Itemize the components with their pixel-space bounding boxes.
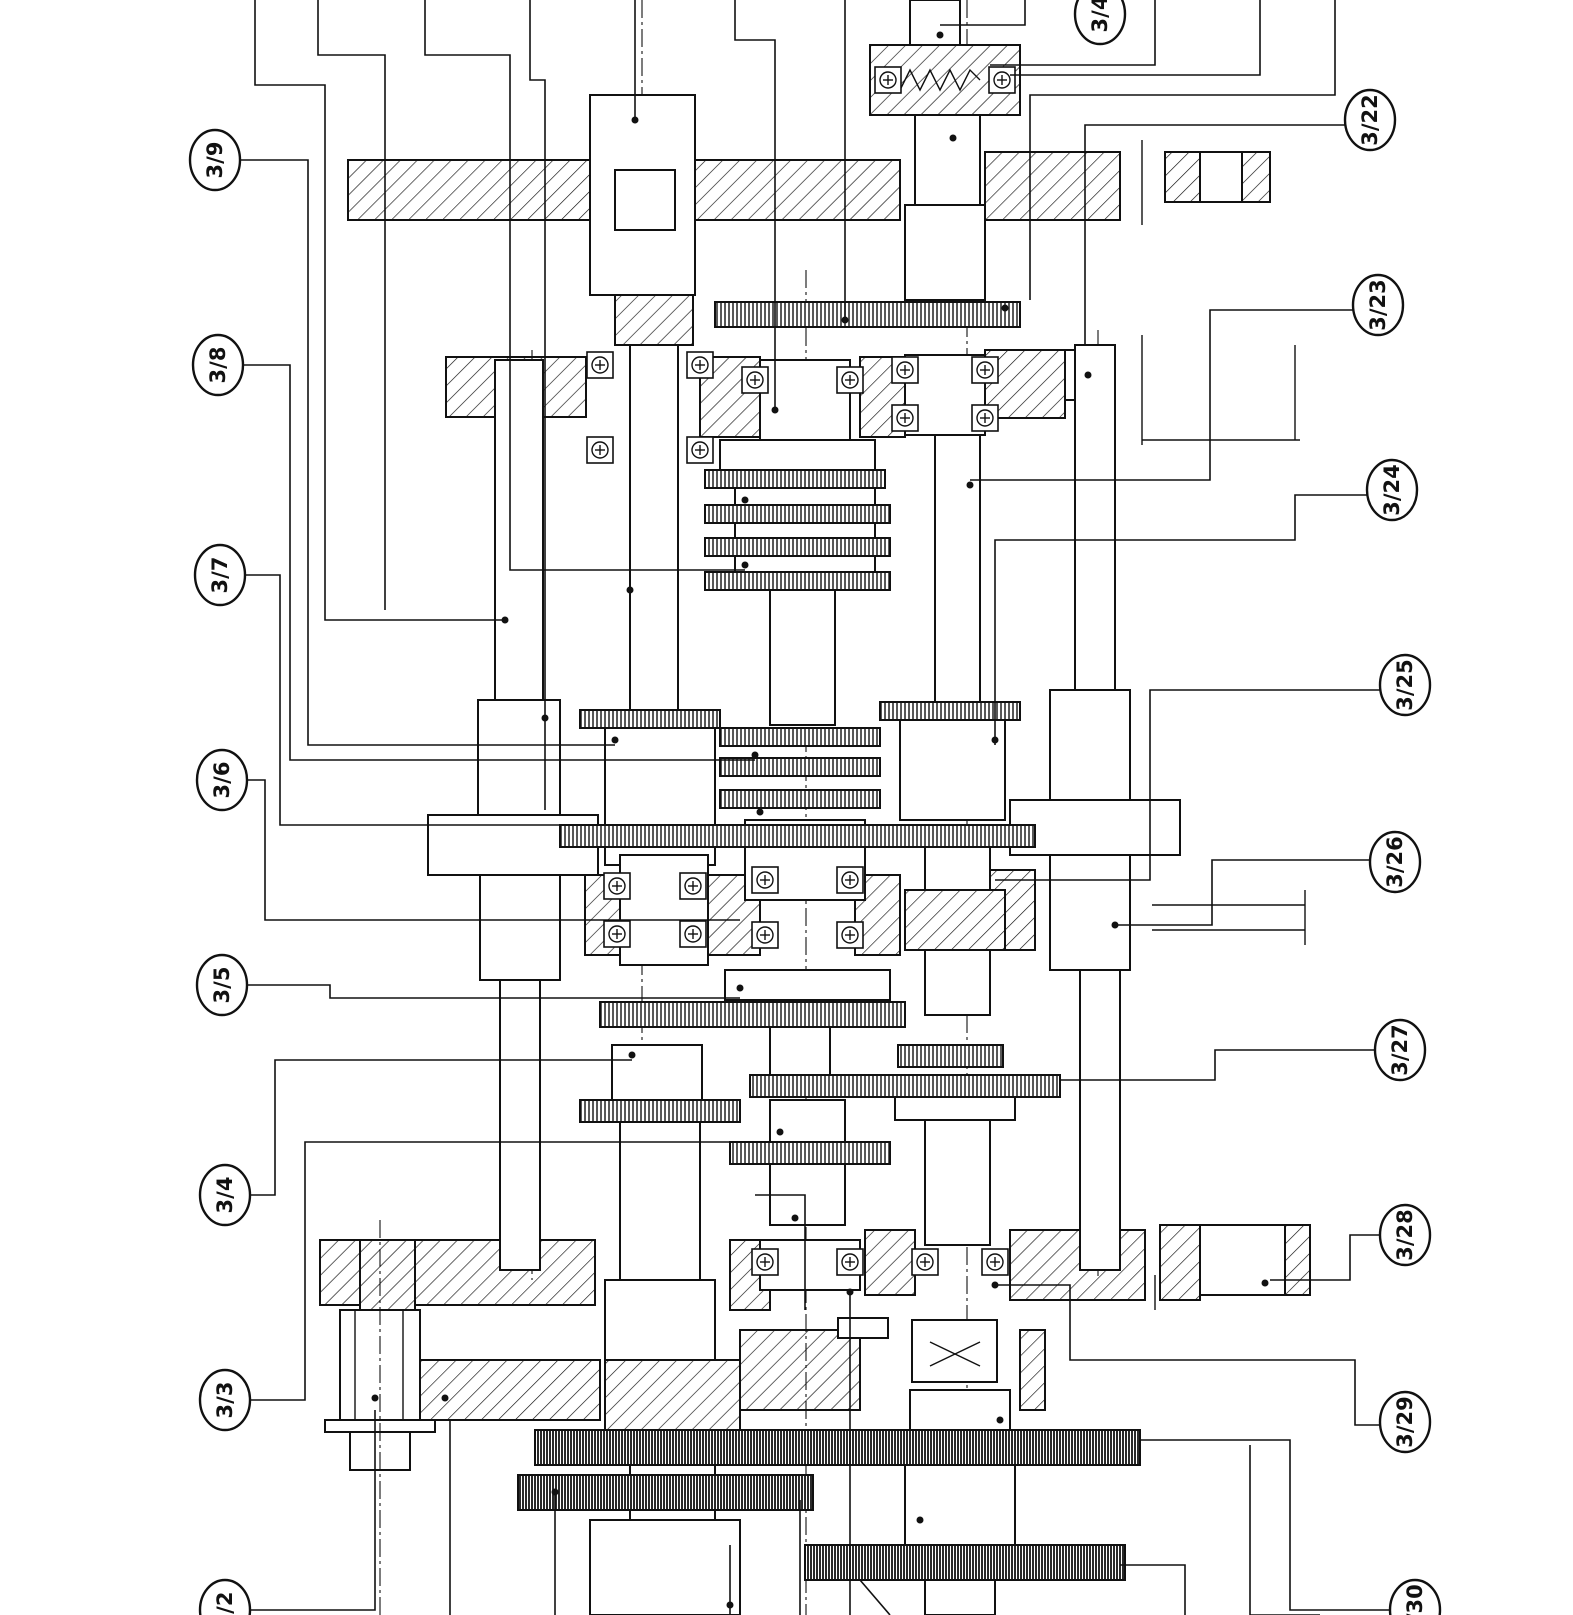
housing-top-wall [347, 151, 1271, 221]
callout-3-29: 3/29 [1378, 1390, 1432, 1454]
gears [517, 301, 1141, 1581]
callout-3-22: 3/22 [1343, 88, 1397, 152]
callouts-left: 3/9 3/8 3/7 3/6 3/5 3/4 3/3 3/2 [188, 128, 252, 1615]
right-shaft [869, 0, 1021, 1615]
callout-label: 3/25 [1393, 659, 1417, 711]
callout-label: 3/24 [1380, 464, 1404, 516]
callout-label: 3/5 [210, 967, 234, 1004]
callout-label: 3/7 [208, 557, 232, 594]
callout-label: 3/26 [1383, 836, 1407, 888]
callout-label: 3/4 [1088, 0, 1112, 32]
callout-3-28: 3/28 [1378, 1203, 1432, 1267]
callout-label: 3/6 [210, 762, 234, 799]
callout-3-3: 3/3 [198, 1368, 252, 1432]
callout-3-2: 3/2 [198, 1578, 252, 1615]
left-selector-rod [427, 359, 599, 1271]
callout-label: 3/22 [1358, 94, 1382, 146]
callout-3-6: 3/6 [195, 748, 249, 812]
callout-3-4-left: 3/4 [198, 1163, 252, 1227]
callout-3-30: 3/30 [1388, 1578, 1442, 1615]
callout-3-7: 3/7 [193, 543, 247, 607]
right-side-brackets [1141, 140, 1306, 1310]
callout-3-26: 3/26 [1368, 830, 1422, 894]
callout-3-23: 3/23 [1351, 273, 1405, 337]
callout-label: 3/27 [1388, 1024, 1412, 1076]
callout-3-24: 3/24 [1365, 458, 1419, 522]
callout-3-5: 3/5 [195, 953, 249, 1017]
callout-label: 3/30 [1403, 1584, 1427, 1615]
callout-label: 3/28 [1393, 1209, 1417, 1261]
leader-lines [240, 0, 1390, 1615]
callout-3-8: 3/8 [191, 333, 245, 397]
callout-label: 3/9 [203, 142, 227, 179]
leader-dots [371, 31, 1269, 1609]
callout-label: 3/23 [1366, 279, 1390, 331]
center-shaft [719, 359, 891, 1339]
callouts-right: 3/4 3/22 3/23 3/24 3/25 3/26 3/27 3/28 [1073, 0, 1442, 1615]
callout-3-27: 3/27 [1373, 1018, 1427, 1082]
callout-label: 3/2 [213, 1592, 237, 1615]
callout-3-9: 3/9 [188, 128, 242, 192]
callout-label: 3/3 [213, 1382, 237, 1419]
callout-label: 3/4 [213, 1177, 237, 1214]
callout-3-4-top: 3/4 [1073, 0, 1127, 46]
callout-3-25: 3/25 [1378, 653, 1432, 717]
right-selector-rod [1009, 344, 1181, 1271]
callout-label: 3/29 [1393, 1396, 1417, 1448]
hold-down-bolt [324, 1220, 436, 1615]
callout-label: 3/8 [206, 347, 230, 384]
